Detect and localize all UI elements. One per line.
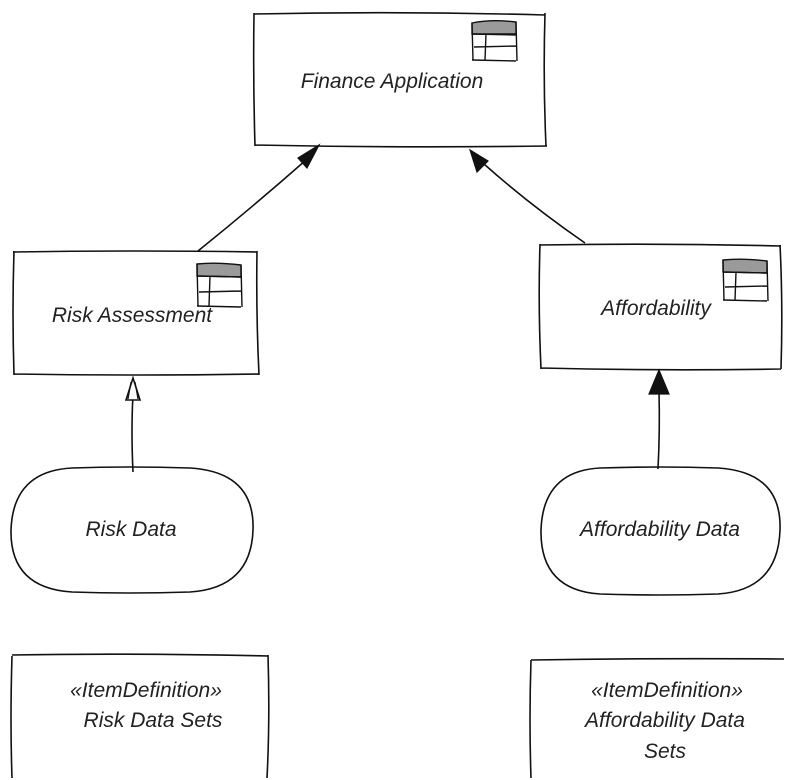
item-definition-name-line-2: Sets (644, 740, 687, 763)
decision-risk-assessment[interactable]: Risk Assessment (12, 250, 260, 376)
item-definition-risk-data-sets[interactable]: «ItemDefinition» Risk Data Sets (10, 653, 270, 779)
input-data-label: Affordability Data (578, 518, 740, 541)
connector-risk-assessment-to-finance-application[interactable] (197, 143, 321, 252)
item-definition-affordability-data-sets[interactable]: «ItemDefinition» Affordability Data Sets (529, 657, 785, 779)
decision-label: Finance Application (301, 70, 484, 93)
input-data-risk[interactable]: Risk Data (10, 466, 254, 594)
item-definition-stereotype: «ItemDefinition» (70, 679, 222, 702)
input-data-label: Risk Data (85, 518, 176, 541)
decision-table-icon (471, 20, 518, 62)
decision-affordability[interactable]: Affordability (538, 243, 783, 371)
connector-risk-data-to-risk-assessment[interactable] (124, 375, 142, 473)
item-definition-stereotype: «ItemDefinition» (591, 679, 743, 702)
connector-affordability-to-finance-application[interactable] (468, 148, 586, 244)
decision-label: Risk Assessment (52, 304, 213, 327)
input-data-affordability[interactable]: Affordability Data (540, 466, 781, 596)
item-definition-name: Risk Data Sets (84, 709, 223, 732)
decision-finance-application[interactable]: Finance Application (252, 11, 548, 148)
item-definition-name-line-1: Affordability Data (583, 709, 745, 732)
decision-table-icon (196, 262, 243, 308)
arrowhead-icon (297, 143, 321, 170)
arrowhead-icon (468, 148, 489, 174)
decision-table-icon (722, 258, 769, 302)
connector-affordability-data-to-affordability[interactable] (648, 368, 670, 470)
decision-label: Affordability (599, 297, 712, 320)
arrowhead-icon (648, 368, 670, 395)
